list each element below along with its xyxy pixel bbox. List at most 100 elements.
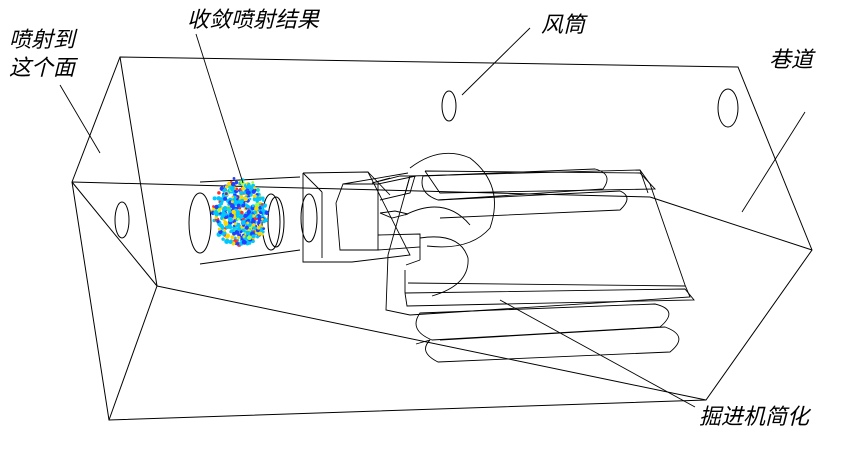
spray-point [224,234,230,239]
spray-point [258,206,262,210]
label-spray-face-line1: 喷射到 [9,28,78,53]
spray-point [224,192,228,196]
spray-point [261,196,265,201]
spray-point [216,219,220,224]
spray-point [228,217,233,223]
spray-point [240,210,244,215]
spray-point [226,207,232,212]
spray-point [245,190,251,196]
spray-point [229,229,234,234]
spray-point [214,204,219,210]
leader-lines [59,27,806,408]
spray-point [235,187,239,191]
spray-point [253,186,256,190]
spray-point [222,209,225,213]
spray-point [219,223,224,228]
spray-point [234,242,238,246]
spray-point [229,213,234,219]
spray-result-cluster [210,177,269,247]
spray-point [242,229,246,233]
spray-point [217,227,221,231]
spray-point [264,218,268,223]
spray-point [221,237,225,241]
spray-point [213,210,219,216]
spray-point [251,189,256,194]
spray-point [239,190,244,196]
spray-point [257,217,263,222]
spray-point [221,232,226,236]
spray-point [214,215,218,220]
spray-point [246,209,252,215]
spray-point [252,214,256,218]
spray-point [242,235,246,238]
spray-point [230,181,236,187]
spray-point [232,177,236,180]
spray-point [255,215,258,219]
spray-point [254,206,259,211]
roadway-box [71,56,813,421]
spray-point [251,204,255,208]
spray-point [241,203,246,208]
label-roadheader: 掘进机简化 [699,405,812,430]
label-spray-face-line2: 这个面 [9,56,79,81]
spray-point [233,222,237,226]
face-opening-ellipse [114,201,130,239]
spray-point [247,195,250,198]
spray-point [233,215,237,219]
spray-point [228,239,233,244]
spray-point [248,197,252,201]
spray-point [246,204,250,209]
spray-point [243,196,248,202]
spray-point [246,235,252,241]
spray-point [212,196,217,201]
spray-point [261,217,264,221]
spray-point [234,180,239,185]
spray-point [261,230,265,234]
spray-point [251,181,255,184]
spray-point [224,216,227,219]
right-wall-opening-ellipse [717,88,739,128]
spray-point [236,203,241,208]
label-roadway: 巷道 [769,48,816,73]
spray-point [255,188,260,192]
spray-point [251,219,256,225]
spray-point [244,225,249,230]
spray-point [257,231,262,236]
spray-point [230,235,235,240]
spray-point [241,186,246,191]
spray-point [254,202,260,208]
spray-point [231,196,234,199]
spray-point [230,180,233,184]
spray-point [216,196,222,201]
spray-point [218,203,221,207]
duct-cylinder [188,176,318,265]
spray-point [218,229,223,235]
spray-point [260,203,264,206]
spray-point [223,221,229,226]
spray-point [232,226,235,230]
spray-point [241,239,247,245]
spray-point [246,231,251,236]
spray-point [259,211,263,215]
spray-point [261,208,265,213]
spray-point [251,234,256,239]
spray-point [224,185,229,189]
spray-point [255,199,259,203]
spray-point [239,230,243,234]
spray-point [262,199,265,202]
spray-point [231,209,236,215]
spray-point [233,236,237,240]
spray-point [238,206,242,210]
spray-point [234,230,240,235]
spray-point [256,235,260,239]
spray-point [240,220,246,225]
spray-point [252,197,256,201]
spray-point [236,197,239,201]
spray-point [246,221,250,225]
spray-point [264,210,269,215]
spray-point [240,198,244,203]
spray-point [224,239,230,244]
spray-point [223,229,226,232]
label-duct: 风筒 [541,13,588,38]
